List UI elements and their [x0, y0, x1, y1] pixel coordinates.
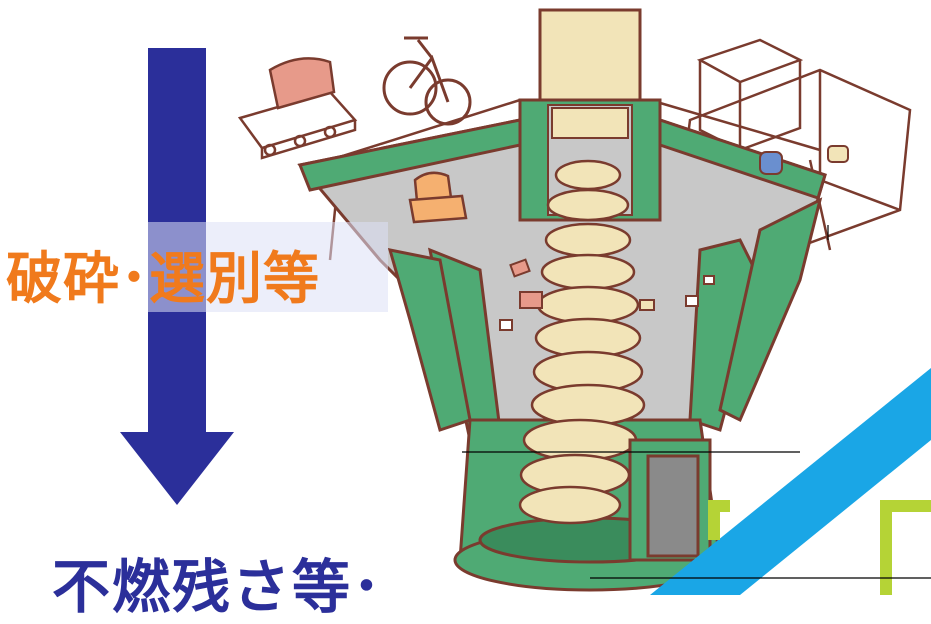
sofa-on-conveyor [237, 57, 358, 160]
crusher-rotor [518, 159, 646, 525]
residue-label: 不燃残さ等･ [52, 553, 384, 621]
crusher-illustration [120, 8, 931, 595]
label-highlight [148, 222, 388, 312]
bicycle [382, 36, 472, 126]
discharge-chute [628, 438, 712, 562]
diagonal-stripe [650, 368, 931, 595]
cans [759, 145, 849, 175]
armchair [408, 171, 468, 224]
guide-lines [462, 225, 931, 579]
debris [499, 258, 715, 331]
diagram-canvas: 破砕･選別等 不燃残さ等･ [6, 8, 931, 621]
bracket-accent [708, 500, 931, 595]
process-label: 破砕･選別等 [6, 247, 320, 312]
